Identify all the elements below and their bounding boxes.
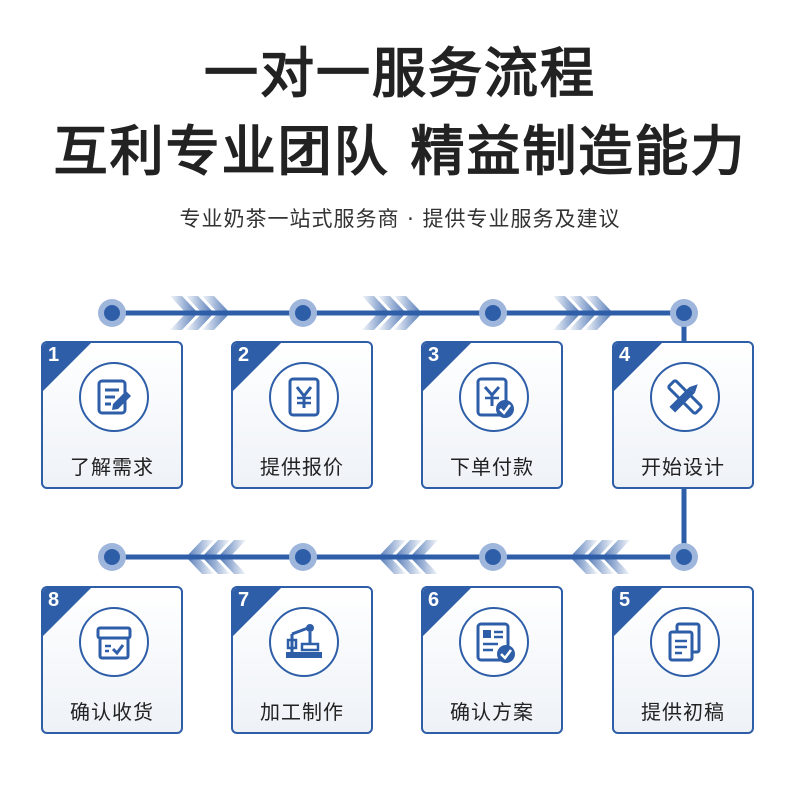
step-card-5: 5 提供初稿 <box>612 586 754 734</box>
dot-1 <box>98 299 126 327</box>
package-check-icon <box>79 607 149 677</box>
page-title: 一对一服务流程 <box>204 42 596 105</box>
arrow-group-bottom-1 <box>570 540 630 574</box>
step-number: 1 <box>48 344 60 366</box>
yen-receipt-icon <box>269 362 339 432</box>
step-card-2: 2 提供报价 <box>231 341 373 489</box>
step-label: 了解需求 <box>70 455 154 479</box>
step-label: 下单付款 <box>450 455 534 479</box>
dot-7 <box>289 543 317 571</box>
step-number: 3 <box>428 344 440 366</box>
step-label: 开始设计 <box>641 455 725 479</box>
step-number: 6 <box>428 589 440 611</box>
step-number: 4 <box>619 344 631 366</box>
certificate-check-icon <box>459 607 529 677</box>
dot-2 <box>289 299 317 327</box>
step-label: 提供报价 <box>260 455 344 479</box>
arrow-group-top-2 <box>362 296 422 330</box>
documents-icon <box>650 607 720 677</box>
dot-5 <box>670 543 698 571</box>
arrow-group-bottom-3 <box>186 540 246 574</box>
step-label: 确认收货 <box>70 700 154 724</box>
step-card-3: 3 下单付款 <box>421 341 563 489</box>
pencil-ruler-icon <box>650 362 720 432</box>
arrow-group-bottom-2 <box>378 540 438 574</box>
step-number: 7 <box>238 589 250 611</box>
dot-6 <box>479 543 507 571</box>
document-edit-icon <box>79 362 149 432</box>
dot-3 <box>479 299 507 327</box>
step-number: 5 <box>619 589 631 611</box>
dot-8 <box>98 543 126 571</box>
machine-icon <box>269 607 339 677</box>
step-label: 提供初稿 <box>641 700 725 724</box>
arrow-group-top-1 <box>170 296 230 330</box>
page-subtitle-heading: 互利专业团队 精益制造能力 <box>53 120 747 183</box>
step-number: 8 <box>48 589 60 611</box>
yen-check-icon <box>459 362 529 432</box>
step-label: 确认方案 <box>450 700 534 724</box>
flow-dots <box>98 299 698 571</box>
step-card-1: 1 了解需求 <box>41 341 183 489</box>
step-card-7: 7 加工制作 <box>231 586 373 734</box>
dot-4 <box>670 299 698 327</box>
step-card-4: 4 开始设计 <box>612 341 754 489</box>
arrow-group-top-3 <box>553 296 613 330</box>
flow-path <box>112 310 687 560</box>
tagline: 专业奶茶一站式服务商 · 提供专业服务及建议 <box>179 207 621 231</box>
step-card-6: 6 确认方案 <box>421 586 563 734</box>
step-card-8: 8 确认收货 <box>41 586 183 734</box>
step-label: 加工制作 <box>260 700 344 724</box>
step-number: 2 <box>238 344 250 366</box>
